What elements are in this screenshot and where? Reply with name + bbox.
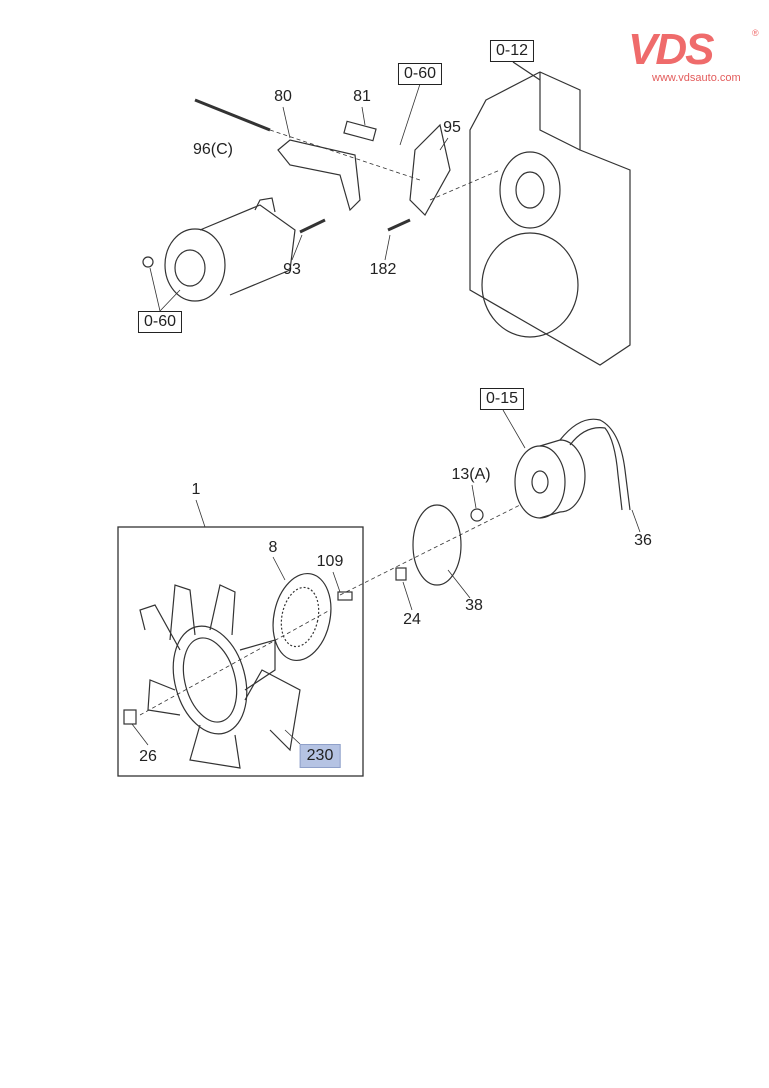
callout-93[interactable]: 93 (283, 261, 301, 278)
nut-13 (470, 508, 484, 522)
callout-36[interactable]: 36 (634, 532, 652, 549)
bolt-24 (395, 567, 407, 581)
stud-109 (337, 591, 353, 601)
callout-230-highlighted[interactable]: 230 (299, 744, 341, 768)
callout-26[interactable]: 26 (139, 748, 157, 765)
pulley (514, 439, 586, 519)
bracket-80 (277, 139, 361, 212)
callout-81[interactable]: 81 (353, 88, 371, 105)
callout-96c[interactable]: 96(C) (192, 141, 234, 158)
ref-block-top[interactable]: 0-12 (489, 40, 535, 62)
fan-clutch-8 (272, 572, 332, 662)
v-belt (559, 418, 631, 511)
vds-logo: VDS ® www.vdsauto.com (628, 25, 759, 85)
callout-1[interactable]: 1 (191, 481, 201, 498)
fan-blade-230 (139, 584, 301, 769)
callout-13a[interactable]: 13(A) (451, 466, 491, 483)
bolt-93 (299, 218, 326, 234)
engine-block (469, 61, 631, 366)
bolt-182 (387, 218, 411, 232)
bracket-95 (409, 123, 451, 216)
ref-bracket[interactable]: 0-60 (397, 63, 443, 85)
callout-8[interactable]: 8 (268, 539, 278, 556)
bolt-96 (194, 98, 271, 132)
spacer-81 (343, 120, 377, 142)
alternator (142, 197, 296, 302)
logo-url: www.vdsauto.com (652, 72, 741, 84)
callout-182[interactable]: 182 (369, 261, 397, 278)
flange-plate-38 (412, 504, 462, 586)
callout-24[interactable]: 24 (403, 611, 421, 628)
logo-registered: ® (752, 28, 759, 38)
bolt-26 (123, 709, 137, 725)
ref-pulley[interactable]: 0-15 (479, 388, 525, 410)
callout-95[interactable]: 95 (443, 119, 461, 136)
callout-80[interactable]: 80 (274, 88, 292, 105)
callout-109[interactable]: 109 (316, 553, 344, 570)
callout-38[interactable]: 38 (465, 597, 483, 614)
ref-alternator[interactable]: 0-60 (137, 311, 183, 333)
logo-brand: VDS (628, 25, 714, 74)
fan-assembly-box (117, 526, 364, 777)
